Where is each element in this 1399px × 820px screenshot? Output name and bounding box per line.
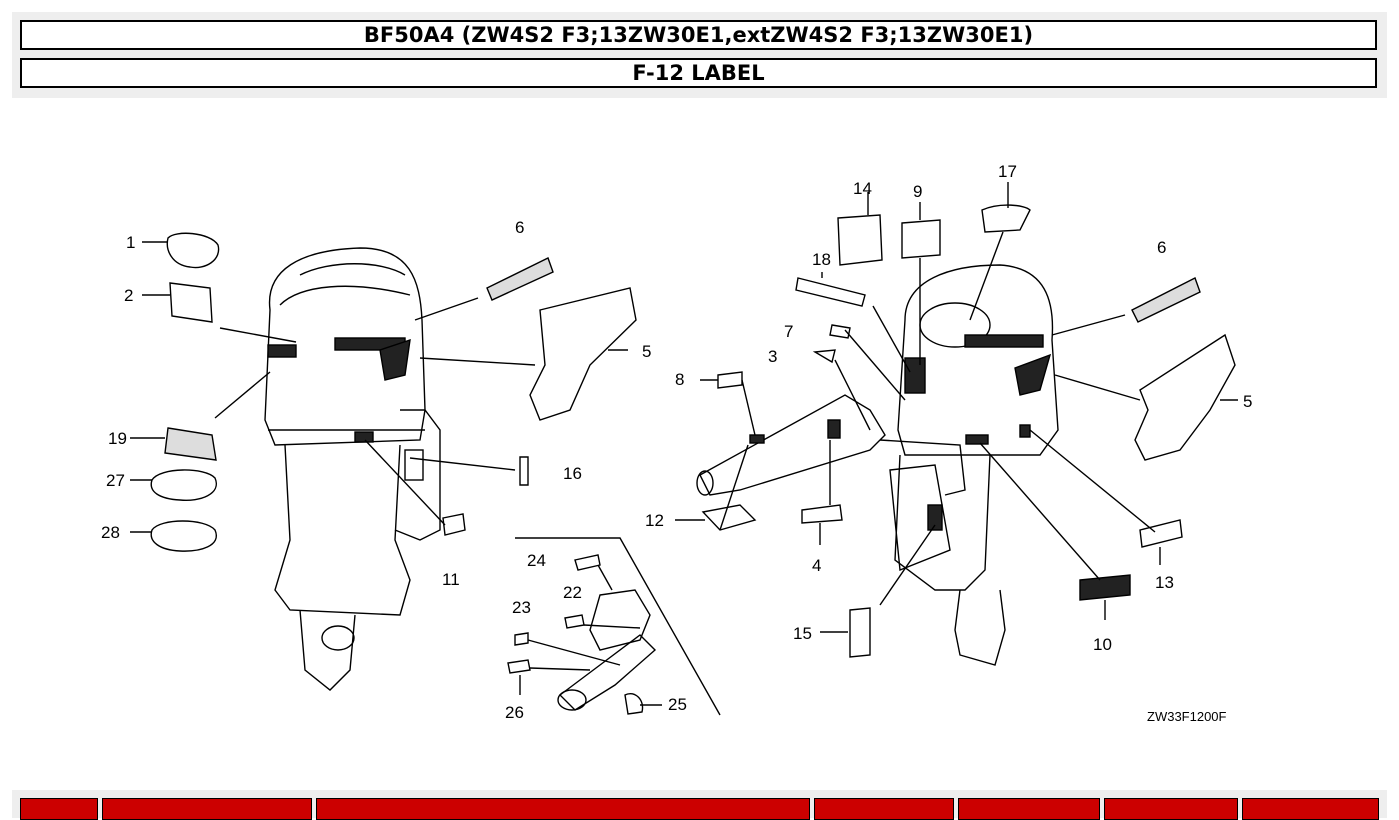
callout-7: 7 — [784, 322, 793, 341]
callout-23: 23 — [512, 598, 531, 617]
callout-4: 4 — [812, 556, 821, 575]
table-header-cell-2 — [102, 798, 312, 820]
callout-26: 26 — [505, 703, 524, 722]
left-labels — [150, 232, 637, 552]
callout-5-right: 5 — [1243, 392, 1252, 411]
callout-18: 18 — [812, 250, 831, 269]
callout-27: 27 — [106, 471, 125, 490]
diagram-code: ZW33F1200F — [1147, 709, 1227, 724]
callout-6-left: 6 — [515, 218, 524, 237]
callout-12: 12 — [645, 511, 664, 530]
callout-9: 9 — [913, 182, 922, 201]
left-outboard-motor — [264, 247, 441, 691]
callout-5-left: 5 — [642, 342, 651, 361]
table-header-cell-1 — [20, 798, 98, 820]
callout-6-right: 6 — [1157, 238, 1166, 257]
table-header-cell-5 — [958, 798, 1100, 820]
callout-25: 25 — [668, 695, 687, 714]
callout-15: 15 — [793, 624, 812, 643]
tiller-assembly — [507, 554, 657, 715]
callout-10: 10 — [1093, 635, 1112, 654]
parts-diagram: 1 2 6 5 19 27 28 16 11 24 22 23 25 26 14… — [0, 110, 1399, 760]
callout-17: 17 — [998, 162, 1017, 181]
callout-24: 24 — [527, 551, 546, 570]
table-header-cell-4 — [814, 798, 954, 820]
callout-13: 13 — [1155, 573, 1174, 592]
table-header-cell-3 — [316, 798, 810, 820]
table-header-cell-6 — [1104, 798, 1238, 820]
callout-28: 28 — [101, 523, 120, 542]
callout-numbers: 1 2 6 5 19 27 28 16 11 24 22 23 25 26 14… — [101, 162, 1252, 722]
table-header-cell-7 — [1242, 798, 1379, 820]
right-labels — [701, 204, 1236, 658]
section-title: F-12 LABEL — [20, 58, 1377, 88]
callout-1: 1 — [126, 233, 135, 252]
parts-table-header — [12, 790, 1387, 820]
callout-16: 16 — [563, 464, 582, 483]
callout-14: 14 — [853, 179, 872, 198]
callout-2: 2 — [124, 286, 133, 305]
callout-22: 22 — [563, 583, 582, 602]
model-title: BF50A4 (ZW4S2 F3;13ZW30E1,extZW4S2 F3;13… — [20, 20, 1377, 50]
header-panel: BF50A4 (ZW4S2 F3;13ZW30E1,extZW4S2 F3;13… — [12, 12, 1387, 98]
callout-3: 3 — [768, 347, 777, 366]
parts-diagram-svg: 1 2 6 5 19 27 28 16 11 24 22 23 25 26 14… — [101, 162, 1252, 724]
callout-11: 11 — [442, 570, 460, 589]
right-outboard-motor — [696, 264, 1059, 666]
callout-8: 8 — [675, 370, 684, 389]
callout-19: 19 — [108, 429, 127, 448]
